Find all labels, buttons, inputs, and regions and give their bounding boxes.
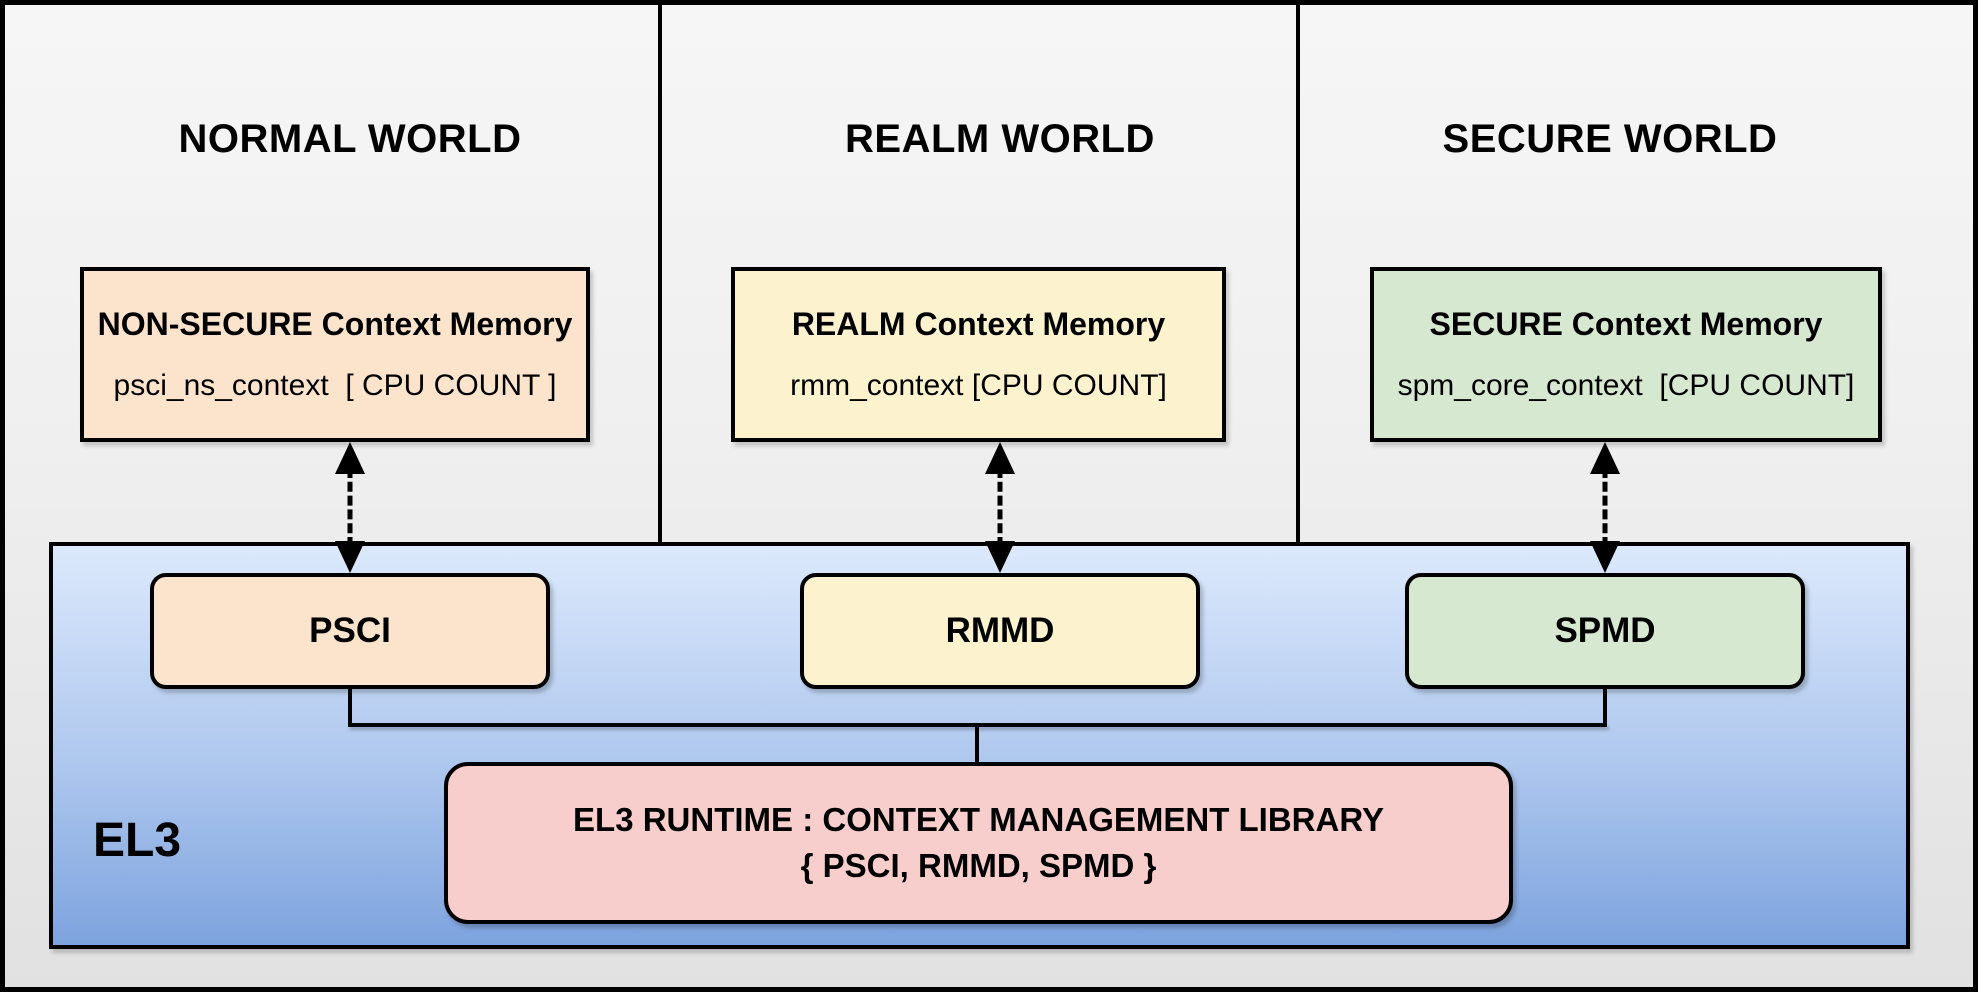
rmmd-label: RMMD [945, 611, 1055, 650]
context-memory-code: spm_core_context [CPU COUNT] [1397, 369, 1855, 402]
spmd-box: SPMD [1405, 573, 1805, 689]
arrowhead-down-icon [335, 541, 365, 573]
psci-label: PSCI [309, 611, 391, 650]
spmd-label: SPMD [1554, 611, 1656, 650]
context-memory-title: NON-SECURE Context Memory [97, 306, 573, 342]
psci-connector-line [348, 689, 352, 727]
rmmd-box: RMMD [800, 573, 1200, 689]
context-memory-title: SECURE Context Memory [1429, 306, 1823, 342]
rmmd-context-dashed-arrow [984, 442, 1016, 573]
secure-world-title: SECURE WORLD [1442, 117, 1778, 161]
library-title-line: EL3 RUNTIME : CONTEXT MANAGEMENT LIBRARY [573, 801, 1384, 838]
world-divider-normal-realm [658, 5, 662, 542]
el3-label: EL3 [93, 814, 182, 867]
library-connector-line [975, 723, 979, 766]
context-memory-code: rmm_context [CPU COUNT] [790, 369, 1167, 402]
secure-context-memory-box: SECURE Context Memory spm_core_context [… [1370, 267, 1882, 442]
world-divider-realm-secure [1296, 5, 1300, 542]
library-components-line: { PSCI, RMMD, SPMD } [800, 847, 1157, 884]
arrowhead-down-icon [1590, 541, 1620, 573]
psci-box: PSCI [150, 573, 550, 689]
dashed-line [1602, 468, 1608, 547]
non-secure-context-memory-box: NON-SECURE Context Memory psci_ns_contex… [80, 267, 590, 442]
el3-runtime-library-box: EL3 RUNTIME : CONTEXT MANAGEMENT LIBRARY… [444, 762, 1513, 924]
context-memory-code: psci_ns_context [ CPU COUNT ] [113, 369, 557, 402]
context-memory-title: REALM Context Memory [791, 306, 1166, 342]
arrowhead-down-icon [985, 541, 1015, 573]
realm-world-title: REALM WORLD [845, 117, 1155, 161]
spmd-context-dashed-arrow [1589, 442, 1621, 573]
dashed-line [347, 468, 353, 547]
dashed-line [997, 468, 1003, 547]
spmd-connector-line [1603, 689, 1607, 727]
psci-context-dashed-arrow [334, 442, 366, 573]
normal-world-title: NORMAL WORLD [178, 117, 522, 161]
realm-context-memory-box: REALM Context Memory rmm_context [CPU CO… [731, 267, 1226, 442]
